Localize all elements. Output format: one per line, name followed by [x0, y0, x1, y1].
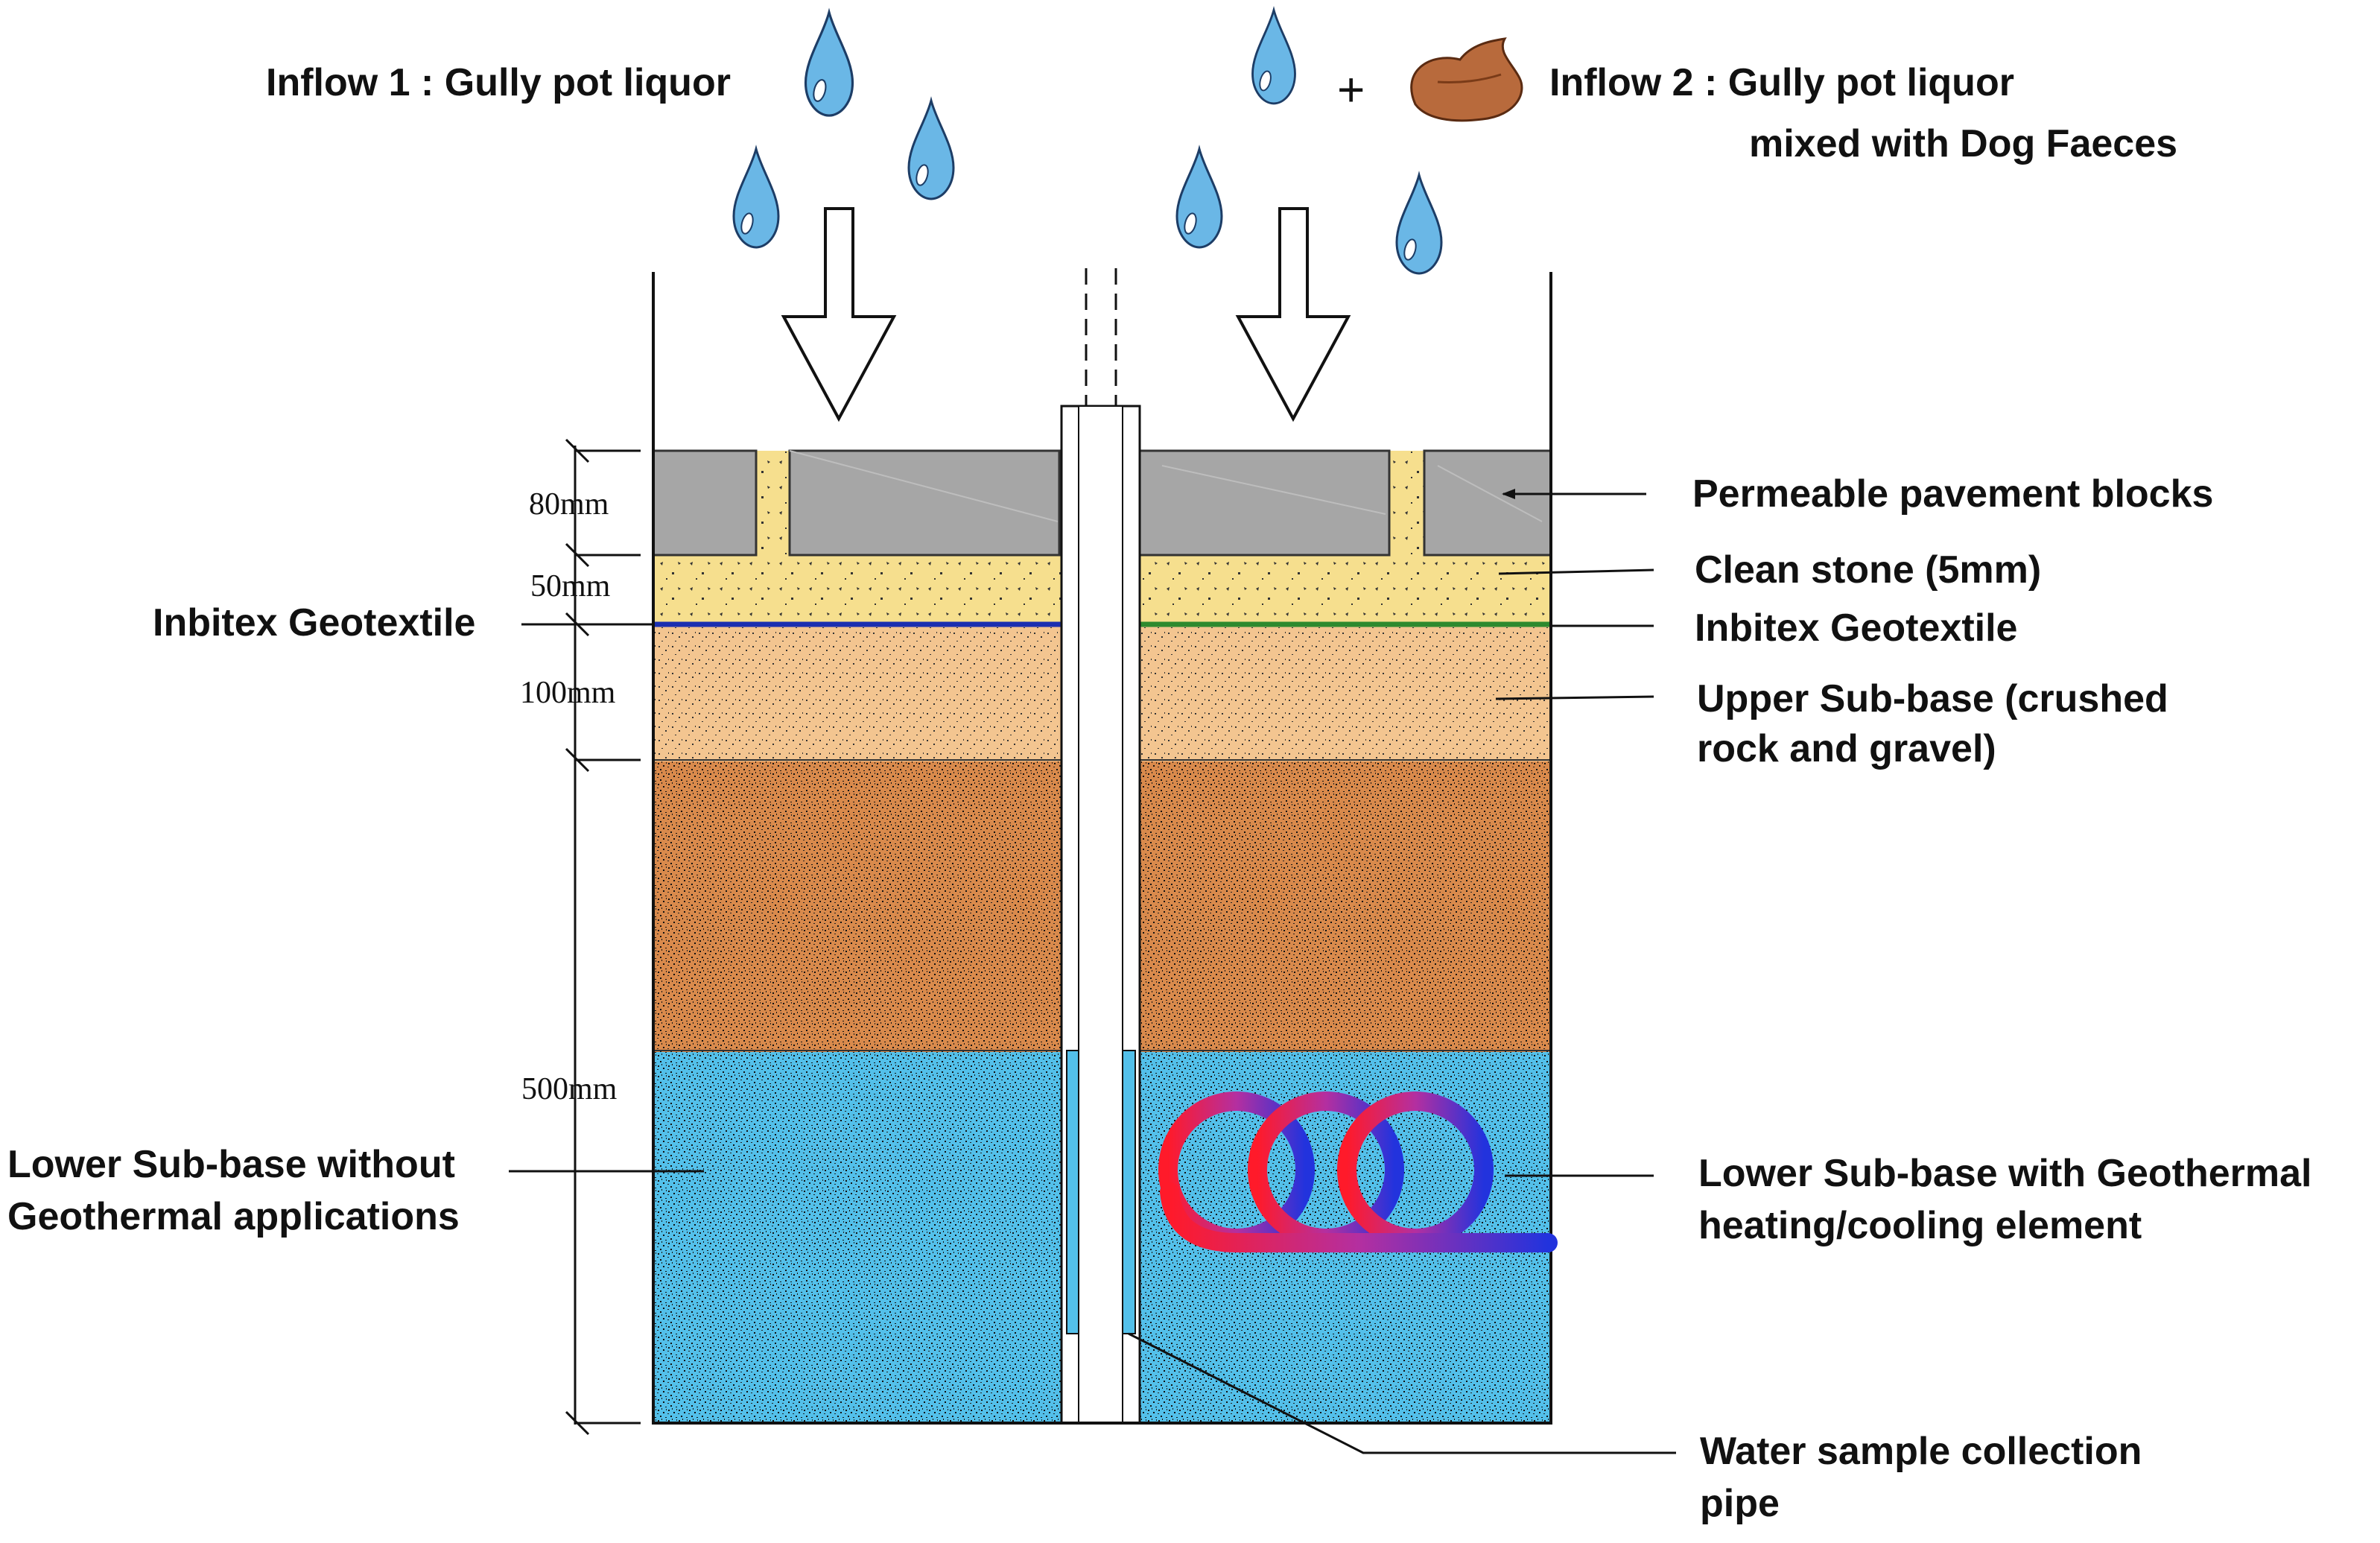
leader-lines: [509, 489, 1676, 1454]
plus-sign: +: [1337, 63, 1365, 116]
geothermal-coil-icon: [1158, 1091, 1558, 1252]
label-upper-subbase-line2: rock and gravel): [1697, 727, 1996, 770]
label-lower-right-line2: heating/cooling element: [1698, 1204, 2142, 1247]
label-pipe-line1: Water sample collection: [1700, 1430, 2142, 1473]
label-lower-left-line1: Lower Sub-base without: [7, 1143, 455, 1186]
water-drop-icon: [1251, 9, 1296, 105]
label-geotextile-right: Inbitex Geotextile: [1695, 606, 2017, 650]
label-lower-left-line2: Geothermal applications: [7, 1195, 460, 1238]
water-drop-icon: [1175, 148, 1223, 249]
label-lower-right-line1: Lower Sub-base with Geothermal: [1698, 1152, 2311, 1195]
inflow-1-label: Inflow 1 : Gully pot liquor: [266, 61, 731, 104]
layer-pavement-blocks: [652, 449, 1552, 557]
water-drop-icon: [804, 10, 854, 117]
water-sample-collection-pipe: [1060, 268, 1141, 1425]
dimension-80mm: 80mm: [529, 487, 609, 522]
dog-faeces-icon: [1410, 37, 1523, 122]
label-pipe-line2: pipe: [1700, 1482, 1780, 1525]
label-upper-subbase-line1: Upper Sub-base (crushed: [1697, 677, 2168, 720]
label-pavement-blocks: Permeable pavement blocks: [1692, 472, 2213, 516]
water-drop-icon: [1395, 174, 1443, 275]
inflow-2-label-line2: mixed with Dog Faeces: [1749, 122, 2177, 165]
label-clean-stone: Clean stone (5mm): [1695, 548, 2041, 592]
inflow-2-label-line1: Inflow 2 : Gully pot liquor: [1549, 61, 2014, 104]
water-drop-icon: [732, 148, 780, 249]
dimension-500mm: 500mm: [521, 1072, 618, 1106]
dimension-50mm: 50mm: [530, 569, 611, 603]
label-geotextile-left: Inbitex Geotextile: [153, 601, 475, 644]
dimension-100mm: 100mm: [520, 676, 616, 710]
inflow-arrow-left: [781, 207, 897, 422]
container-walls: [652, 272, 1552, 1425]
water-drop-icon: [907, 99, 955, 200]
inflow-arrow-right: [1235, 207, 1351, 422]
